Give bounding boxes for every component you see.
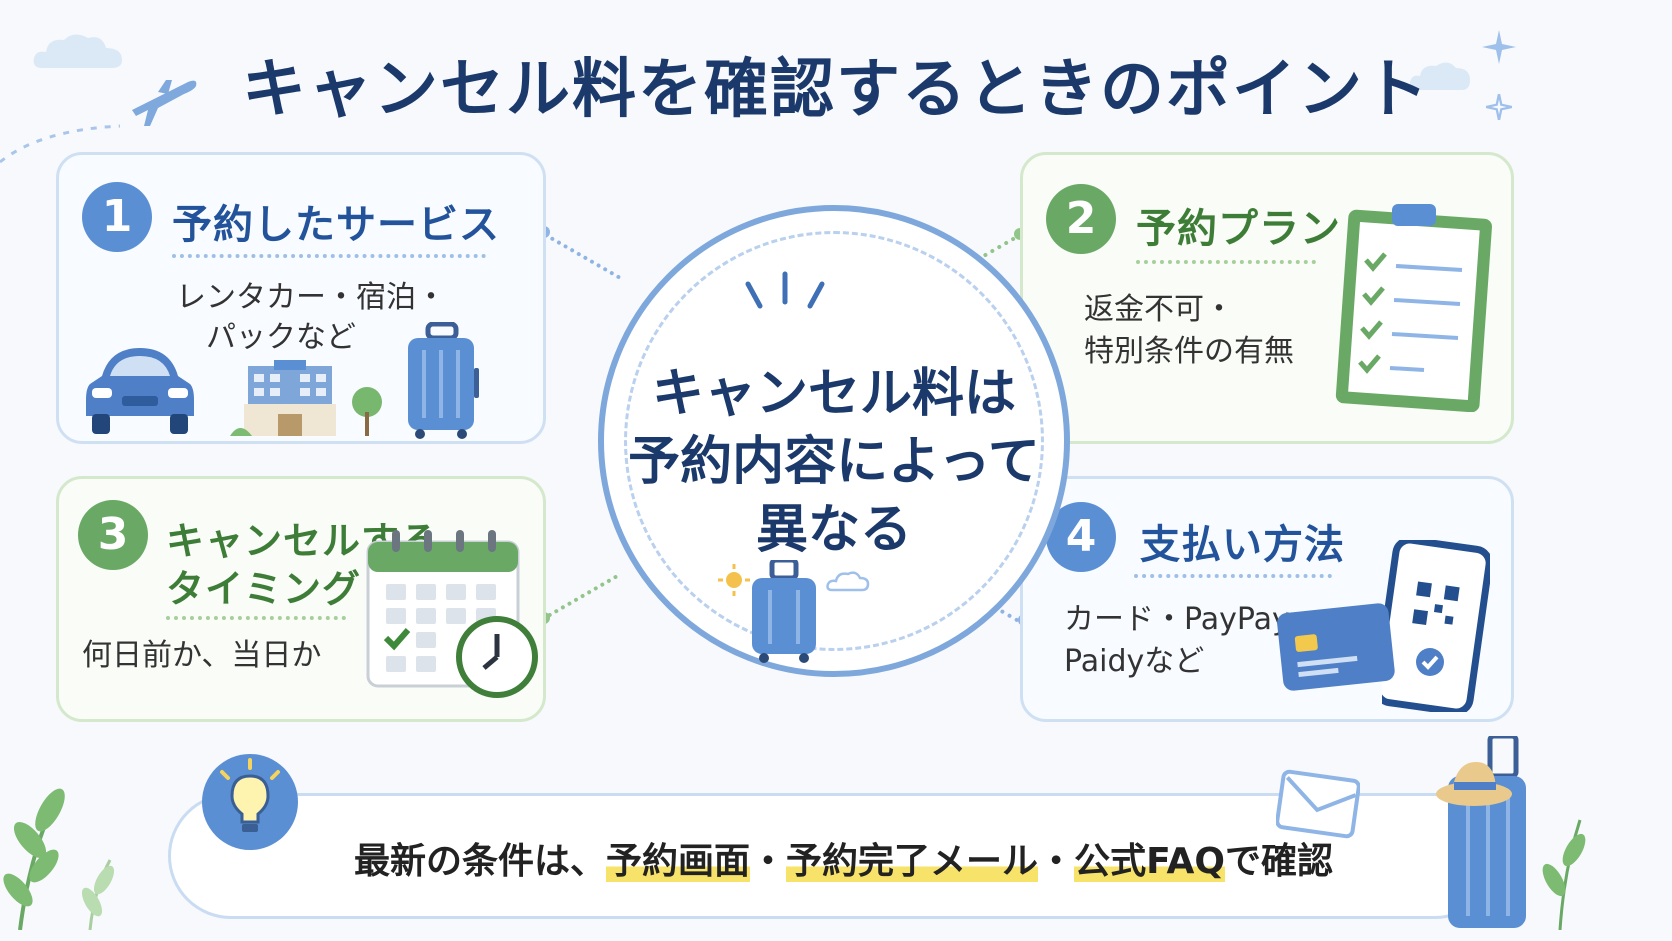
envelope-icon [1276, 769, 1360, 839]
leaf-icon [3, 788, 115, 930]
airplane-icon [132, 80, 197, 126]
footer-separator: ・ [1038, 841, 1075, 882]
sparkle-icon [1486, 94, 1512, 120]
card-desc-line2: パックなど [206, 320, 356, 355]
title-underline [166, 616, 346, 620]
card-title: 予約したサービス [172, 202, 500, 248]
card-number: 3 [78, 500, 148, 570]
credit-card-icon [1277, 603, 1395, 691]
connector-line [543, 232, 622, 280]
card-number: 1 [82, 182, 152, 252]
page-title: キャンセル料を確認するときのポイント [242, 53, 1430, 127]
card-desc-line1: カード・PayPay・ [1064, 602, 1320, 637]
connector-line [547, 574, 619, 618]
card-desc-line2: Paidyなど [1064, 644, 1205, 679]
center-inner-ring [624, 231, 1044, 651]
card-desc-line1: 返金不可・ [1084, 292, 1234, 327]
cloud-icon [33, 34, 122, 68]
leaf-icon [1542, 819, 1586, 930]
lightbulb-icon [202, 754, 298, 850]
title-underline [1136, 260, 1316, 264]
suitcase-icon [1436, 736, 1526, 928]
title-underline [172, 254, 486, 258]
title-underline [1134, 574, 1332, 578]
card-title: 支払い方法 [1140, 522, 1345, 568]
footer-item-official-faq: 公式FAQ [1074, 841, 1226, 882]
flight-path [0, 124, 121, 164]
emphasis-lines [745, 271, 825, 309]
card-title: 予約プラン [1136, 206, 1341, 252]
smartphone-qr-icon [1382, 540, 1490, 712]
center-line2: 予約内容によって [628, 432, 1040, 492]
footer-item-reservation-screen: 予約画面 [606, 841, 751, 882]
suitcase-icon [408, 322, 479, 439]
suitcase-icon [752, 560, 816, 663]
clipboard-checklist-icon [1335, 204, 1492, 412]
center-line3: 異なる [755, 500, 912, 560]
center-line1: キャンセル料は [651, 364, 1016, 424]
card-desc-line1: 何日前か、当日か [82, 638, 322, 673]
sun-icon [718, 564, 750, 596]
footer-message: 最新の条件は、予約画面・予約完了メール・公式FAQで確認 [354, 832, 1333, 884]
card-desc-line1: レンタカー・宿泊・ [176, 280, 446, 315]
footer-separator: ・ [750, 841, 787, 882]
card-number: 2 [1046, 184, 1116, 254]
footer-suffix: で確認 [1225, 841, 1334, 882]
footer-prefix: 最新の条件は、 [354, 841, 607, 882]
center-message: キャンセル料は 予約内容によって 異なる [598, 360, 1070, 564]
tree-icon [352, 387, 382, 436]
sparkle-icon [1482, 30, 1516, 64]
car-icon [86, 348, 194, 434]
card-title-line2: タイミング [166, 567, 362, 611]
clock-icon [456, 616, 538, 698]
cloud-icon [826, 571, 870, 592]
hotel-icon [230, 360, 336, 436]
card-desc-line2: 特別条件の有無 [1084, 334, 1294, 369]
footer-item-confirmation-email: 予約完了メール [786, 841, 1039, 882]
cloud-icon [1409, 62, 1470, 90]
